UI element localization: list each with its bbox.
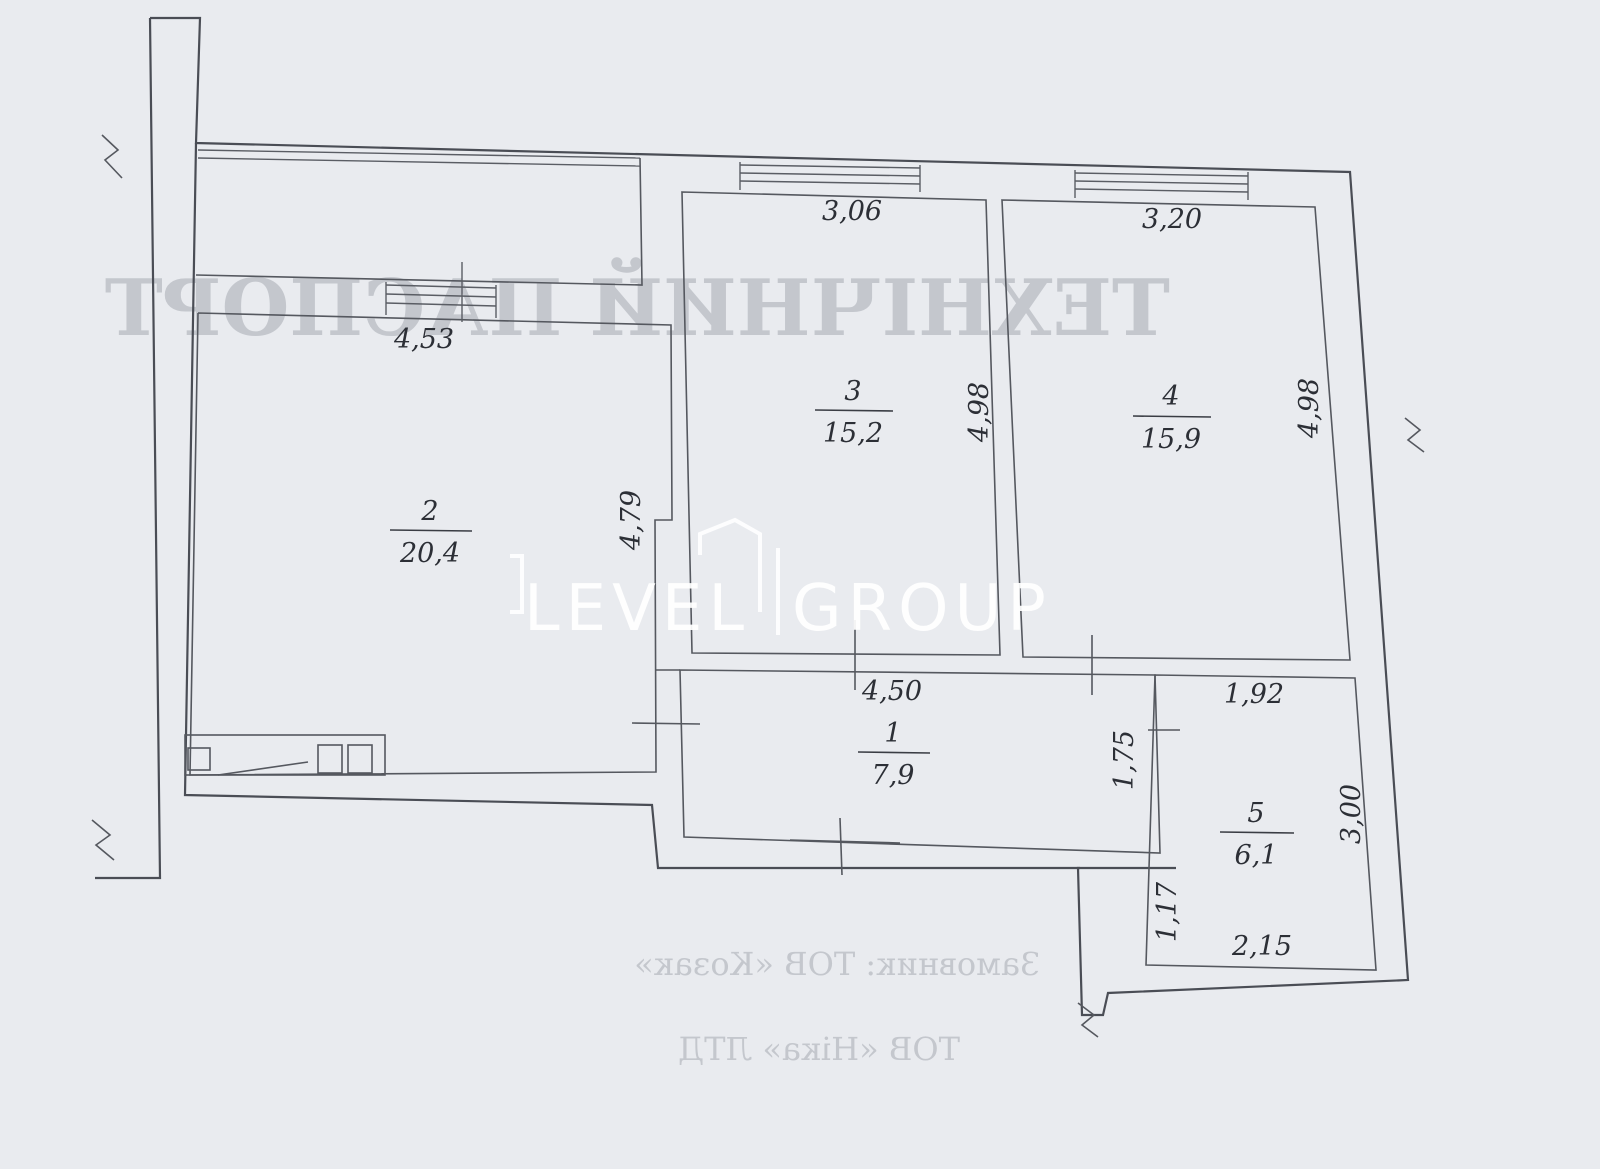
dim-room5-bottom: 2,15 [1231,931,1292,962]
background-heading: ТЕХНІЧНИЙ ПАСПОРТ [105,256,1170,354]
stove-icon [317,744,343,774]
room-4-number: 4 [1161,381,1179,412]
background-customer: Замовник: ТОВ «Козак» [634,945,1040,983]
sink-icon [187,747,211,771]
break-symbols [91,134,1425,1038]
room-labels: 2 20,4 3 15,2 4 15,9 1 7,9 5 6,1 [389,376,1295,871]
watermark: LEVEL GROUP [510,517,1052,646]
room-4-area: 15,9 [1141,424,1201,455]
room-label-3: 3 15,2 [814,376,894,449]
room-5-number: 5 [1247,798,1264,829]
balcony-wall [195,157,643,286]
walls [95,16,1410,1017]
dim-room2-top: 4,53 [393,324,454,355]
break-icon [101,134,123,179]
windows [385,162,1249,322]
room-1-outline [679,669,1161,854]
entrance-opening [789,839,901,844]
dim-room5-top: 1,92 [1224,679,1284,710]
dim-room4-side: 4,98 [1294,378,1325,439]
window-room-2 [385,262,497,322]
dim-room3-side: 4,98 [964,382,995,443]
window-room-3 [739,162,921,192]
room-1-area: 7,9 [872,760,915,791]
entrance-door [839,817,843,876]
dim-room2-side: 4,79 [616,490,647,551]
room-5-outline [1145,674,1377,971]
dim-room5-side: 3,00 [1336,784,1367,844]
room-2-area: 20,4 [399,538,460,569]
room-label-5: 5 6,1 [1219,798,1295,871]
watermark-right: GROUP [792,572,1052,646]
door-room-2 [631,722,701,725]
room-2-number: 2 [420,496,438,527]
room-label-1: 1 7,9 [857,718,931,791]
room-1-number: 1 [884,718,901,749]
balcony-line [197,149,641,159]
dim-room4-top: 3,20 [1142,204,1202,235]
kitchen-fixtures [184,734,386,776]
bottom-left-wall [183,142,1080,870]
background-company: ТОВ «Ніка» ЛТД [678,1030,960,1068]
left-outer-wall-inner [95,17,162,880]
window-room-4 [1074,170,1249,200]
stove-icon [347,744,373,774]
room-label-4: 4 15,9 [1132,381,1212,455]
dim-room1-side: 1,75 [1109,730,1140,790]
room-3-area: 15,2 [823,418,883,449]
dim-room3-top: 3,06 [822,196,882,227]
left-outer-wall [150,16,1410,1017]
watermark-bracket [510,554,524,614]
dim-room5-notch: 1,17 [1152,881,1183,942]
room-3-outline [681,191,1001,656]
room-5-area: 6,1 [1235,840,1278,871]
break-icon [1077,1002,1099,1038]
counter-line [217,761,309,776]
dimension-labels: 3,06 3,20 4,53 4,79 4,98 4,98 4,50 1,75 … [393,196,1367,962]
balcony-line [197,157,641,167]
dim-room1-length: 4,50 [861,676,922,707]
break-icon [91,819,115,861]
doors [631,620,1093,876]
room-4-outline [1001,199,1351,661]
room-label-2: 2 20,4 [389,496,473,569]
watermark-left: LEVEL [524,572,750,646]
room-3-number: 3 [844,376,861,407]
house-icon [698,517,762,612]
break-icon [1404,417,1425,453]
kitchen-counter [184,734,386,776]
background-text: ТЕХНІЧНИЙ ПАСПОРТ Замовник: ТОВ «Козак» … [105,256,1170,1068]
